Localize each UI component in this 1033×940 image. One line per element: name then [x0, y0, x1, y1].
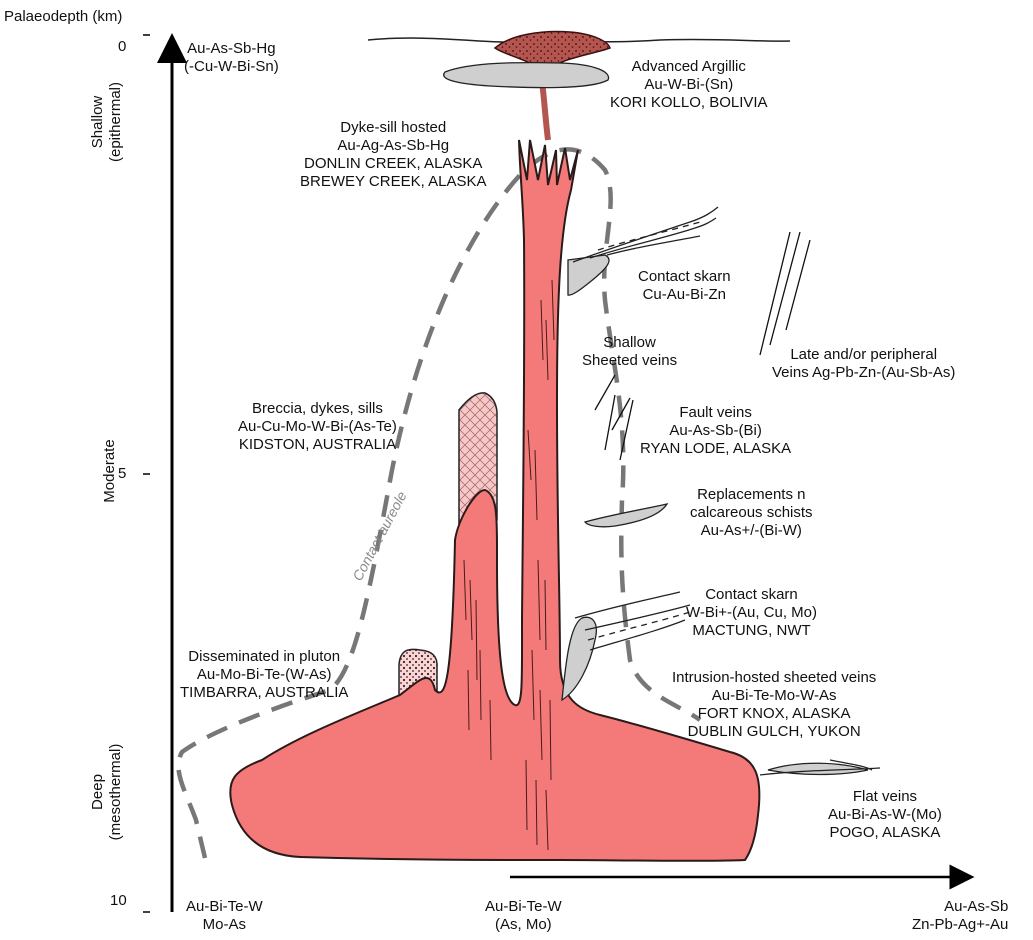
tick-label-0: 0: [118, 38, 126, 55]
tick-label-5: 5: [118, 465, 126, 482]
axis-title: Palaeodepth (km): [4, 8, 122, 26]
lower-skarn: [562, 617, 596, 700]
late-veins: [760, 232, 810, 355]
replacement-lens: [585, 504, 667, 527]
zone-deep: Deep (mesothermal): [89, 727, 125, 857]
tick-label-10: 10: [110, 892, 127, 909]
zone-shallow: Shallow (epithermal): [89, 57, 125, 187]
bottom-center-label: Au-Bi-Te-W(As, Mo): [485, 898, 562, 934]
upper-skarn-beds: [573, 207, 718, 262]
argillic-lens: [444, 63, 609, 88]
sheeted-veins: [595, 375, 615, 450]
fault-veins: [612, 398, 633, 460]
label-top-left: Au-As-Sb-Hg(-Cu-W-Bi-Sn): [184, 40, 279, 76]
zone-moderate: Moderate: [101, 416, 119, 526]
